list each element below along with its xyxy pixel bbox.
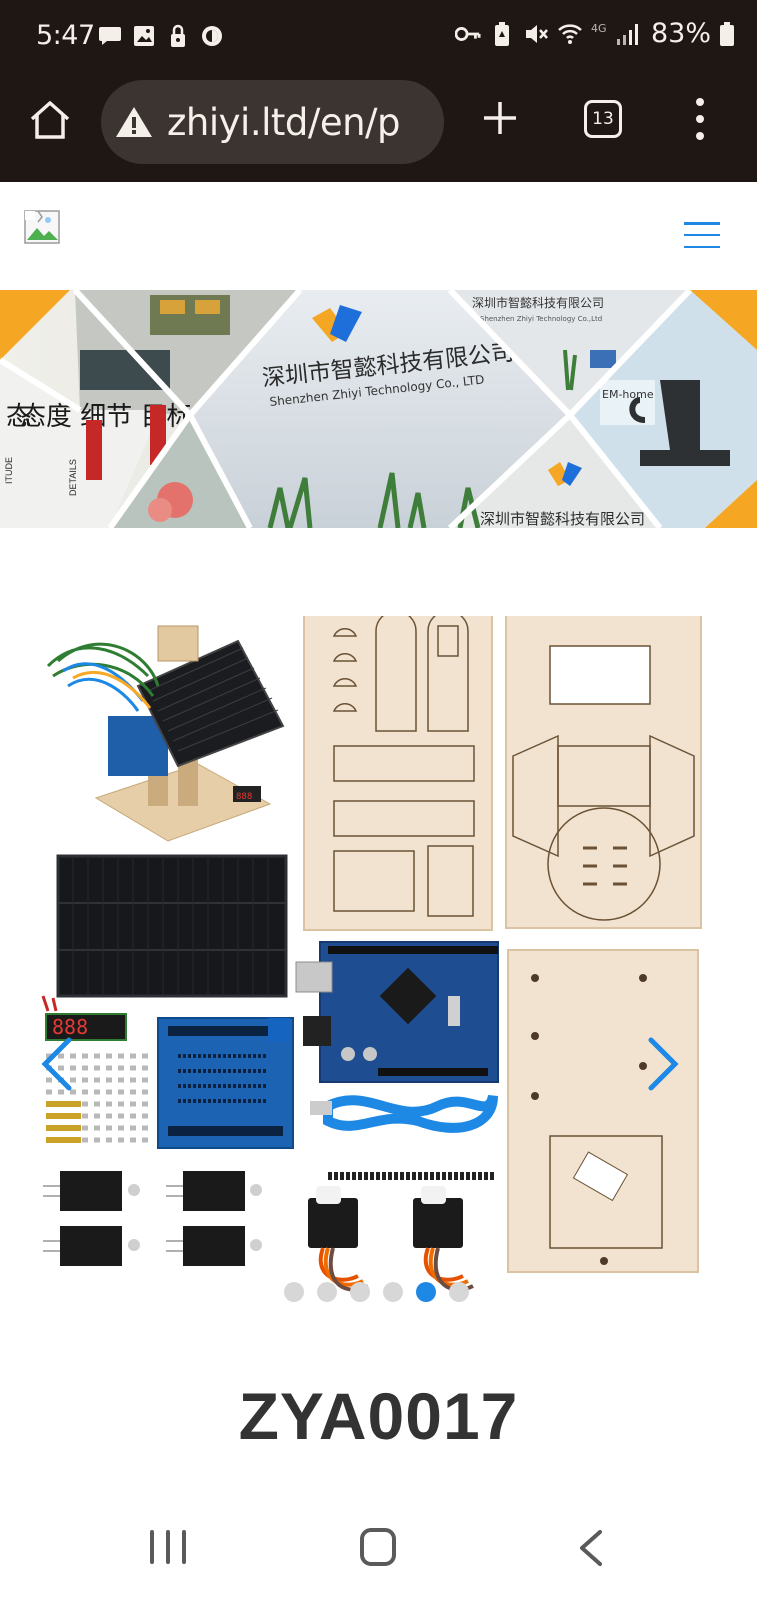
banner-corner-company-cn: 深圳市智懿科技有限公司: [480, 510, 645, 528]
banner-image: 态 态度 细节 目标 ITUDE DETAILS 深圳市智懿科技有限公司 She…: [0, 290, 757, 528]
wifi-icon: [557, 21, 583, 47]
hamburger-line: [684, 222, 720, 225]
message-icon: [97, 23, 123, 49]
wood-panel-parts-1: [303, 607, 493, 931]
recent-apps-icon-bar: [166, 1530, 170, 1564]
svg-text:888: 888: [52, 1015, 88, 1039]
slider-previous-button[interactable]: [36, 1034, 76, 1094]
product-gallery: 888: [0, 528, 757, 1328]
plus-icon: [484, 102, 516, 134]
mute-icon: [523, 21, 549, 47]
svg-text:态: 态: [6, 402, 32, 432]
home-icon: [30, 101, 70, 139]
hamburger-line: [684, 245, 720, 248]
wall-text-cn: 态度 细节 目标: [20, 402, 193, 432]
signal-icon: 4G: [591, 21, 641, 47]
product-kit-image: 888: [41, 607, 702, 1292]
wood-panel-parts-2: [505, 607, 702, 929]
slider-next-button[interactable]: [644, 1034, 684, 1094]
hamburger-menu-button[interactable]: [684, 222, 720, 248]
key-icon: [454, 21, 481, 47]
assembled-solar-tracker: 888: [46, 625, 285, 842]
tracker-display-text: 888: [236, 792, 252, 802]
dot-icon: [696, 132, 704, 140]
pagination-dot[interactable]: [449, 1282, 469, 1302]
system-navigation-bar: [0, 1500, 757, 1600]
lock-icon: [165, 23, 191, 49]
servo-motor-1: [308, 1186, 369, 1292]
hamburger-line: [684, 233, 720, 237]
recent-apps-button[interactable]: [150, 1530, 186, 1564]
wall-text-left: ITUDE: [4, 457, 14, 484]
dot-icon: [696, 98, 704, 106]
url-bar[interactable]: zhiyi.ltd/en/p: [101, 80, 444, 164]
home-button[interactable]: [26, 96, 74, 144]
recent-apps-icon-bar: [150, 1530, 154, 1564]
tab-switcher-button[interactable]: 13: [584, 100, 622, 138]
pagination-dot[interactable]: [317, 1282, 337, 1302]
url-text[interactable]: zhiyi.ltd/en/p: [167, 100, 401, 144]
battery-icon: [719, 21, 735, 47]
pagination-dot[interactable]: [383, 1282, 403, 1302]
site-header: [0, 182, 757, 290]
servo-motor-2: [413, 1186, 474, 1292]
warning-triangle-icon[interactable]: [115, 103, 153, 141]
dot-icon: [696, 115, 704, 123]
recent-apps-icon-bar: [182, 1530, 186, 1564]
chevron-left-icon: [41, 1037, 72, 1091]
pagination-dot[interactable]: [284, 1282, 304, 1302]
banner-small-company-cn: 深圳市智懿科技有限公司: [472, 295, 604, 310]
battery-percent: 83%: [650, 18, 711, 49]
banner-em-home: EM-home: [602, 388, 654, 401]
battery-saver-icon: [489, 21, 515, 47]
broken-logo-image[interactable]: [24, 210, 60, 244]
vpn-icon: [199, 23, 225, 49]
voltage-display: 888: [45, 1013, 127, 1041]
pagination-dot-active[interactable]: [416, 1282, 436, 1302]
image-icon: [131, 23, 157, 49]
browser-toolbar: zhiyi.ltd/en/p 13: [0, 74, 757, 182]
slider-pagination: [284, 1282, 469, 1302]
status-icons-right: 4G 83%: [454, 18, 735, 49]
more-menu-button[interactable]: [688, 94, 712, 144]
status-icons-left: [97, 23, 225, 49]
back-nav-button[interactable]: [576, 1528, 606, 1568]
back-chevron-icon: [580, 1530, 602, 1566]
usb-cable: [310, 1094, 498, 1133]
sensor-shield: [157, 1017, 294, 1149]
chevron-right-icon: [648, 1037, 679, 1091]
wood-base-plate: [507, 949, 699, 1273]
banner-small-company-en: Shenzhen Zhiyi Technology Co.,Ltd: [480, 315, 602, 323]
product-title: ZYA0017: [238, 1379, 519, 1453]
svg-text:4G: 4G: [591, 22, 607, 35]
home-nav-button[interactable]: [360, 1528, 396, 1566]
status-bar: 5:47 4G 83%: [0, 0, 757, 74]
arduino-board: [295, 941, 499, 1083]
light-sensor-modules: [43, 1171, 262, 1266]
company-banner: 态 态度 细节 目标 ITUDE DETAILS 深圳市智懿科技有限公司 She…: [0, 290, 757, 528]
status-time: 5:47: [36, 20, 95, 51]
solar-panel: [41, 854, 288, 1012]
pagination-dot[interactable]: [350, 1282, 370, 1302]
product-image-slider[interactable]: 888: [36, 607, 719, 1306]
new-tab-button[interactable]: [478, 96, 522, 140]
screws-and-standoffs: [46, 1053, 151, 1143]
wall-text-side: DETAILS: [68, 459, 78, 496]
